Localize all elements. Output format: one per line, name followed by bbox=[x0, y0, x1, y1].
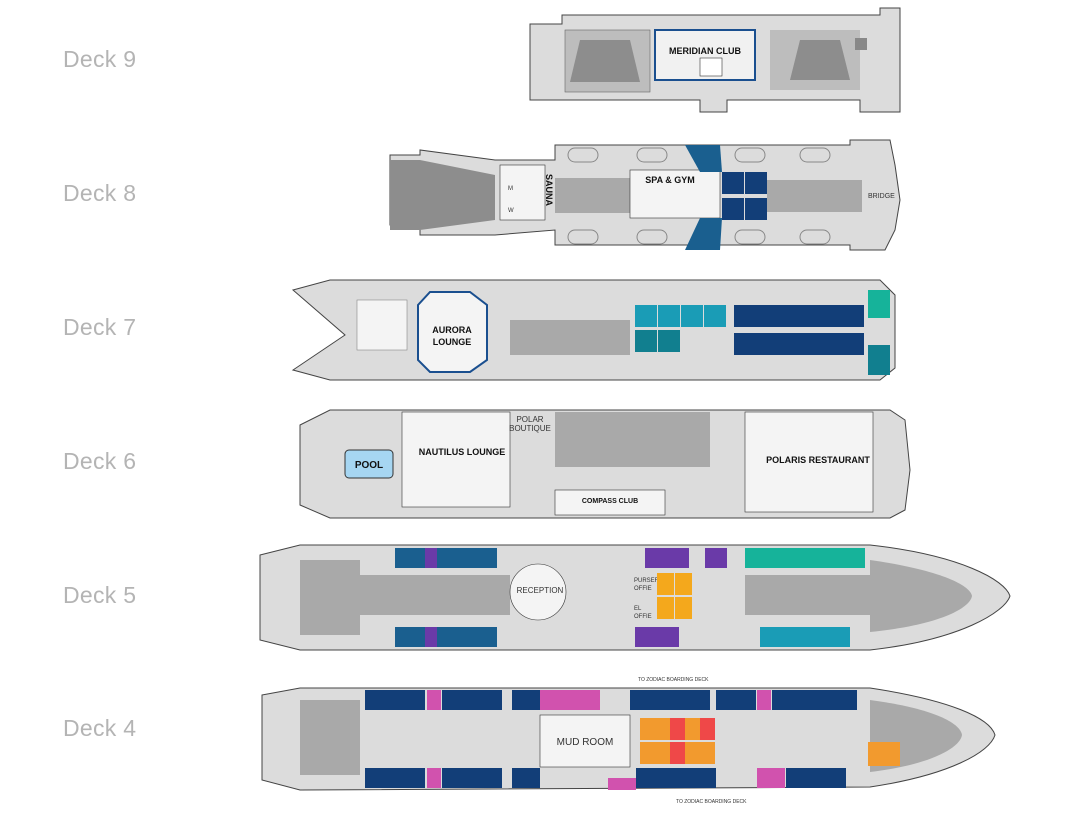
deck-6-label: Deck 6 bbox=[63, 448, 137, 474]
pool-room[interactable] bbox=[344, 449, 394, 479]
pursers-office-label: OFFIE bbox=[634, 586, 652, 592]
deck-8-plan[interactable]: SAUNA M W SPA & GYM BRIDGE bbox=[389, 139, 901, 251]
polaris-restaurant-label: POLARIS RESTAURANT bbox=[766, 455, 870, 465]
nautilus-lounge-label: NAUTILUS LOUNGE bbox=[419, 447, 506, 457]
deck-9-plan[interactable]: MERIDIAN CLUB bbox=[529, 7, 901, 113]
spa-gym-label: SPA & GYM bbox=[645, 175, 695, 185]
zodiac-bottom-label: TO ZODIAC BOARDING DECK bbox=[676, 799, 747, 805]
polar-label: POLAR bbox=[516, 415, 543, 424]
deck-8-label: Deck 8 bbox=[63, 180, 137, 206]
pursers-label: PURSERS bbox=[634, 578, 663, 584]
lounge-label: LOUNGE bbox=[433, 337, 472, 347]
w-label: W bbox=[508, 208, 514, 214]
el-label: EL bbox=[634, 606, 642, 612]
aurora-label: AURORA bbox=[432, 325, 472, 335]
m-label: M bbox=[508, 186, 513, 192]
deck-7-label: Deck 7 bbox=[63, 314, 137, 340]
deck-5-label: Deck 5 bbox=[63, 582, 137, 608]
deck-4-label: Deck 4 bbox=[63, 715, 137, 741]
deck-4-plan[interactable]: TO ZODIAC BOARDING DECK MUD ROOM TO ZODI… bbox=[261, 677, 996, 805]
boutique-label: BOUTIQUE bbox=[509, 424, 551, 433]
bridge-label: BRIDGE bbox=[868, 193, 895, 200]
mud-room-label: MUD ROOM bbox=[557, 737, 614, 748]
deck-9-label: Deck 9 bbox=[63, 46, 137, 72]
deck-6-plan[interactable]: POOL NAUTILUS LOUNGE POLAR BOUTIQUE COMP… bbox=[299, 409, 911, 519]
reception-label: RECEPTION bbox=[517, 586, 564, 595]
deck-7-plan[interactable]: AURORA LOUNGE bbox=[291, 279, 896, 381]
aurora-lounge-room[interactable] bbox=[417, 291, 488, 373]
meridian-club-label: MERIDIAN CLUB bbox=[669, 46, 741, 56]
pool-label: POOL bbox=[355, 460, 383, 471]
zodiac-top-label: TO ZODIAC BOARDING DECK bbox=[638, 677, 709, 683]
el-office-label: OFFIE bbox=[634, 614, 652, 620]
deck-5-plan[interactable]: RECEPTION PURSERS OFFIE EL OFFIE bbox=[259, 544, 1011, 651]
sauna-label: SAUNA bbox=[544, 174, 554, 207]
compass-club-label: COMPASS CLUB bbox=[582, 498, 638, 505]
